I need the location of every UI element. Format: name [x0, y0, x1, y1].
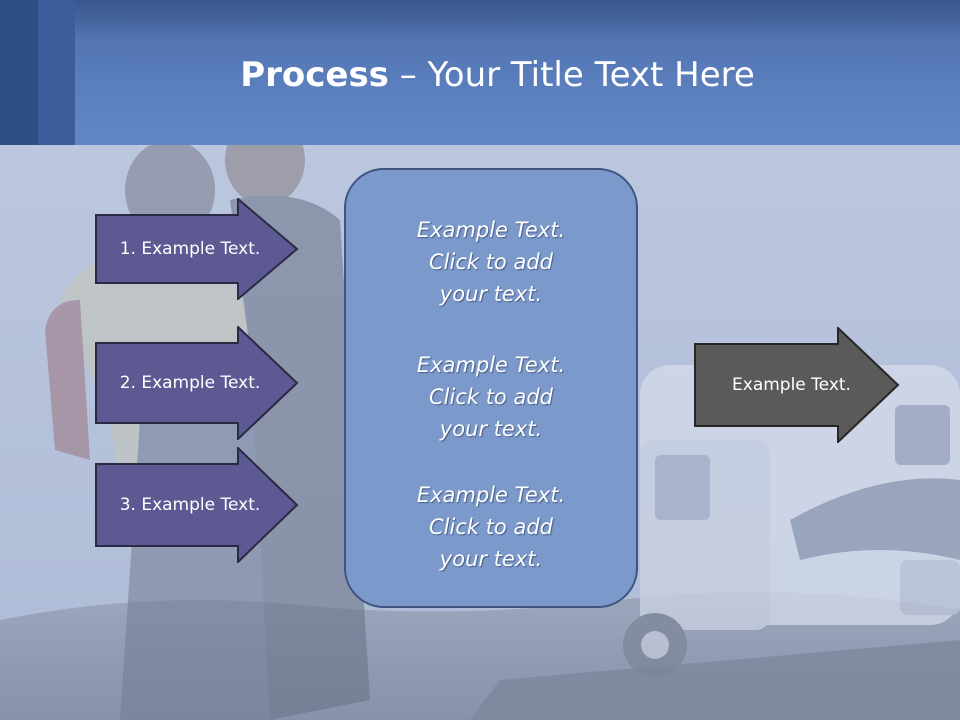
title-band-stripe — [0, 0, 38, 145]
center-text-box[interactable]: Example Text. Click to add your text. Ex… — [344, 168, 638, 608]
center-text-line: your text. — [439, 547, 543, 571]
slide-title-bold: Process — [240, 55, 389, 95]
step-label-3: 3. Example Text. — [119, 495, 261, 515]
step-label-2: 2. Example Text. — [119, 373, 261, 393]
arrow-shape — [694, 327, 900, 443]
center-text-line: Click to add — [428, 515, 553, 539]
slide-title-rest: – Your Title Text Here — [388, 55, 755, 95]
center-text-line: Example Text. — [416, 353, 566, 377]
step-arrow-3[interactable]: 3. Example Text. — [95, 447, 299, 563]
center-text-line: your text. — [439, 417, 543, 441]
center-text-block-1: Example Text. Click to add your text. — [346, 214, 636, 310]
step-label-1: 1. Example Text. — [119, 239, 261, 259]
slide-title[interactable]: Process – Your Title Text Here — [75, 52, 920, 98]
step-arrow-2[interactable]: 2. Example Text. — [95, 326, 299, 440]
title-band-stripe — [38, 0, 75, 145]
center-text-line: Example Text. — [416, 218, 566, 242]
center-text-line: Click to add — [428, 250, 553, 274]
title-band: Process – Your Title Text Here — [0, 0, 960, 145]
title-band-shade — [0, 0, 960, 40]
result-label: Example Text. — [732, 375, 851, 395]
arrow-shape — [95, 198, 299, 300]
step-arrow-1[interactable]: 1. Example Text. — [95, 198, 299, 300]
center-text-block-2: Example Text. Click to add your text. — [346, 349, 636, 445]
arrow-shape — [95, 447, 299, 563]
center-text-line: your text. — [439, 282, 543, 306]
arrow-shape — [95, 326, 299, 440]
result-arrow[interactable]: Example Text. — [694, 327, 900, 443]
center-text-line: Example Text. — [416, 483, 566, 507]
center-text-block-3: Example Text. Click to add your text. — [346, 479, 636, 575]
center-text-line: Click to add — [428, 385, 553, 409]
